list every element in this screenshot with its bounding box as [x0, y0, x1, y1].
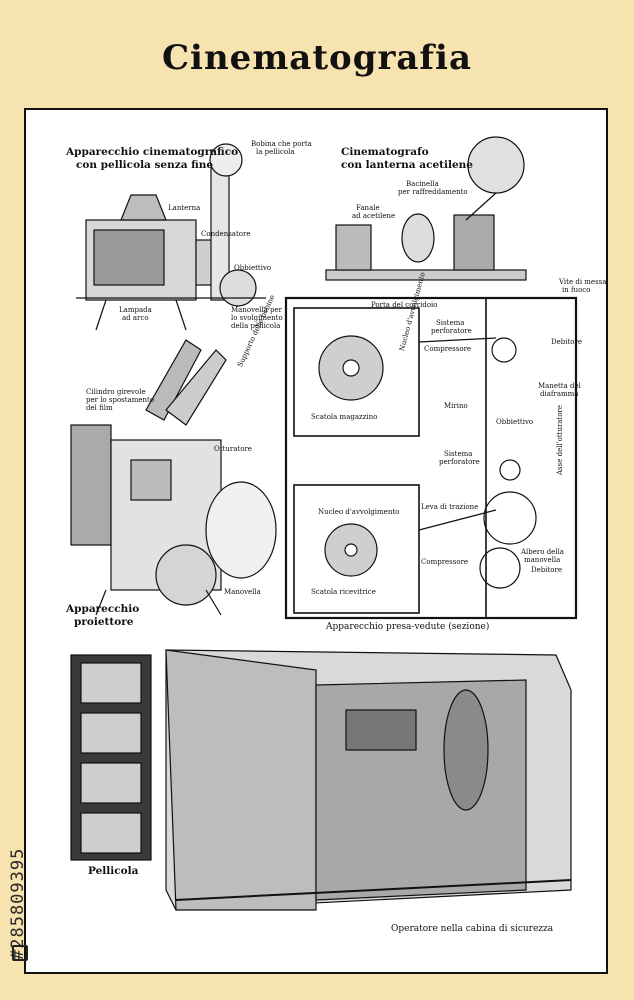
illustration-plate: Apparecchio cinematografico con pellicol…	[24, 108, 608, 974]
stock-logo-icon	[12, 945, 28, 961]
debitore-2-label: Debitore	[531, 566, 562, 574]
manetta-label-line2: diaframma	[540, 390, 579, 398]
safety-booth-drawing	[165, 649, 572, 911]
compressore-1-label: Compressore	[424, 345, 472, 353]
mirino-label: Mirino	[444, 402, 468, 410]
camera-section-caption: Apparecchio presa-vedute (sezione)	[326, 622, 490, 632]
camera-section-drawing	[284, 296, 578, 620]
bacinella-label-line2: per raffreddamento	[398, 188, 468, 196]
film-strip-drawing	[70, 654, 152, 861]
acetylene-caption-line1: Cinematografo	[341, 146, 429, 158]
bacinella-label-line1: Bacinella	[406, 180, 439, 188]
manovella-label-line1: Manovella per	[231, 306, 283, 314]
manovella-label-line3: della pellicola	[231, 322, 281, 330]
lampada-label-line1: Lampada	[119, 306, 152, 314]
vite-label-line2: in fuoco	[562, 286, 591, 294]
fanale-label-line1: Fanale	[356, 204, 380, 212]
nucleo-avvolgimento-2-label: Nucleo d'avvolgimento	[318, 508, 400, 516]
stock-id-watermark: #285809395	[8, 847, 28, 960]
projector-apparatus-drawing	[70, 339, 277, 616]
sistema-perforatore-1-line1: Sistema	[436, 319, 465, 327]
manetta-label-line1: Manetta del	[538, 382, 581, 390]
booth-caption: Operatore nella cabina di sicurezza	[391, 924, 554, 934]
otturatore-label: Otturatore	[214, 445, 252, 453]
vite-label-line1: Vite di messa	[559, 278, 607, 286]
bobina-label-line2: la pellicola	[256, 148, 295, 156]
cilindro-label-line2: per lo spostamento	[86, 396, 155, 404]
asse-otturatore-label: Asse dell'otturatore	[556, 404, 564, 475]
acetylene-caption-line2: con lanterna acetilene	[341, 159, 473, 171]
film-strip-caption: Pellicola	[88, 865, 139, 877]
fanale-label-line2: ad acetilene	[352, 212, 396, 220]
projector-caption-line2: proiettore	[74, 616, 134, 628]
endless-film-projector-drawing	[76, 143, 266, 331]
endless-film-caption-line1: Apparecchio cinematografico	[66, 146, 239, 158]
leva-trazione-label: Leva di trazione	[421, 503, 479, 511]
lanterna-label: Lanterna	[168, 204, 201, 212]
albero-label-line1: Albero della	[521, 548, 564, 556]
projector-caption-line1: Apparecchio	[66, 603, 140, 615]
albero-label-line2: manovella	[524, 556, 561, 564]
sistema-perforatore-2-line2: perforatore	[439, 458, 480, 466]
manovella-projector-label: Manovella	[224, 588, 261, 596]
lampada-label-line2: ad arco	[122, 314, 149, 322]
sistema-perforatore-2-line1: Sistema	[444, 450, 473, 458]
scatola-ricevitrice-label: Scatola ricevitrice	[311, 588, 376, 596]
sistema-perforatore-1-line2: perforatore	[431, 327, 472, 335]
cilindro-label-line3: del film	[86, 404, 113, 412]
obbiettivo-label: Obbiettivo	[234, 264, 272, 272]
condensatore-label: Condensatore	[201, 230, 251, 238]
scatola-magazzino-label: Scatola magazzino	[311, 413, 378, 421]
acetylene-projector-drawing	[325, 136, 527, 281]
manovella-label-line2: lo svolgimento	[231, 314, 283, 322]
endless-film-caption-line2: con pellicola senza fine	[76, 159, 214, 171]
bobina-label-line1: Bobina che porta	[251, 140, 312, 148]
obbiettivo-section-label: Obbiettivo	[496, 418, 534, 426]
debitore-1-label: Debitore	[551, 338, 582, 346]
page-title: Cinematografia	[161, 38, 472, 78]
engraving-drawings	[70, 136, 578, 911]
cilindro-label-line1: Cilindro girevole	[86, 388, 146, 396]
porta-corridoio-label: Porta del corridoio	[371, 301, 438, 309]
compressore-2-label: Compressore	[421, 558, 469, 566]
